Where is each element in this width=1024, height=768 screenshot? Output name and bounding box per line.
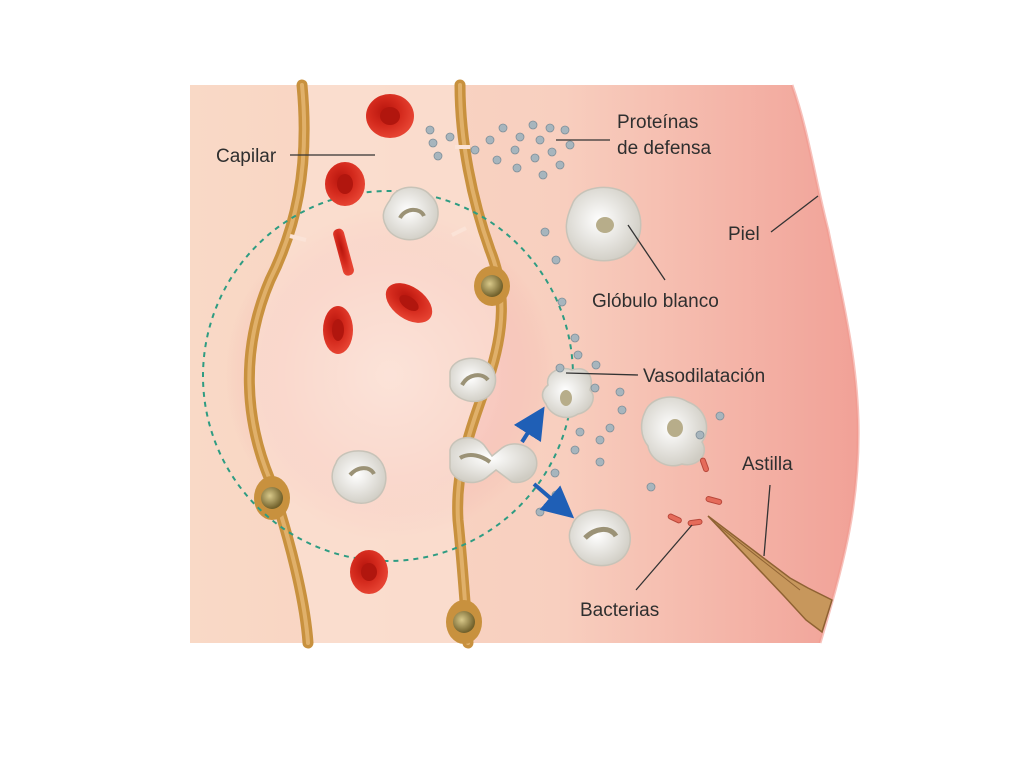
label-astilla: Astilla: [742, 454, 793, 475]
leader-lines: [290, 139, 819, 591]
red-blood-cell: [366, 94, 414, 138]
label-proteinas-line2: de defensa: [617, 138, 711, 159]
splinter: [707, 515, 833, 634]
red-blood-cell: [333, 228, 354, 276]
label-piel: Piel: [728, 224, 760, 245]
red-blood-cell: [323, 306, 353, 354]
label-proteinas-line1: Proteínas: [617, 112, 698, 133]
red-blood-cell: [325, 162, 365, 206]
white-blood-cells: [331, 186, 708, 567]
arrow-up: [513, 406, 545, 444]
white-blood-cell: [449, 357, 497, 403]
bacteria: [667, 457, 723, 527]
defense-proteins: [425, 120, 725, 517]
endothelial-junctions: [289, 145, 470, 242]
capillary-wall-left: [243, 79, 314, 649]
red-blood-cell: [350, 550, 388, 594]
white-blood-cell-large: [565, 186, 642, 262]
label-capilar: Capilar: [216, 146, 277, 167]
capillary-lumen: [249, 85, 502, 643]
white-blood-cell: [382, 186, 439, 241]
white-blood-cell-migrating: [640, 396, 708, 467]
migration-arrows: [513, 406, 575, 519]
label-bacterias: Bacterias: [580, 600, 659, 621]
endothelial-nuclei: [254, 266, 510, 644]
label-vasodilatacion: Vasodilatación: [643, 366, 765, 387]
arrow-down: [532, 482, 575, 519]
red-blood-cells: [323, 94, 433, 594]
label-globulo-blanco: Glóbulo blanco: [592, 291, 719, 312]
white-blood-cell-migrating: [541, 367, 594, 419]
red-blood-cell: [385, 283, 433, 323]
white-blood-cell: [331, 450, 387, 504]
white-blood-cell: [568, 509, 631, 567]
white-blood-cell-squeezing: [449, 436, 538, 484]
